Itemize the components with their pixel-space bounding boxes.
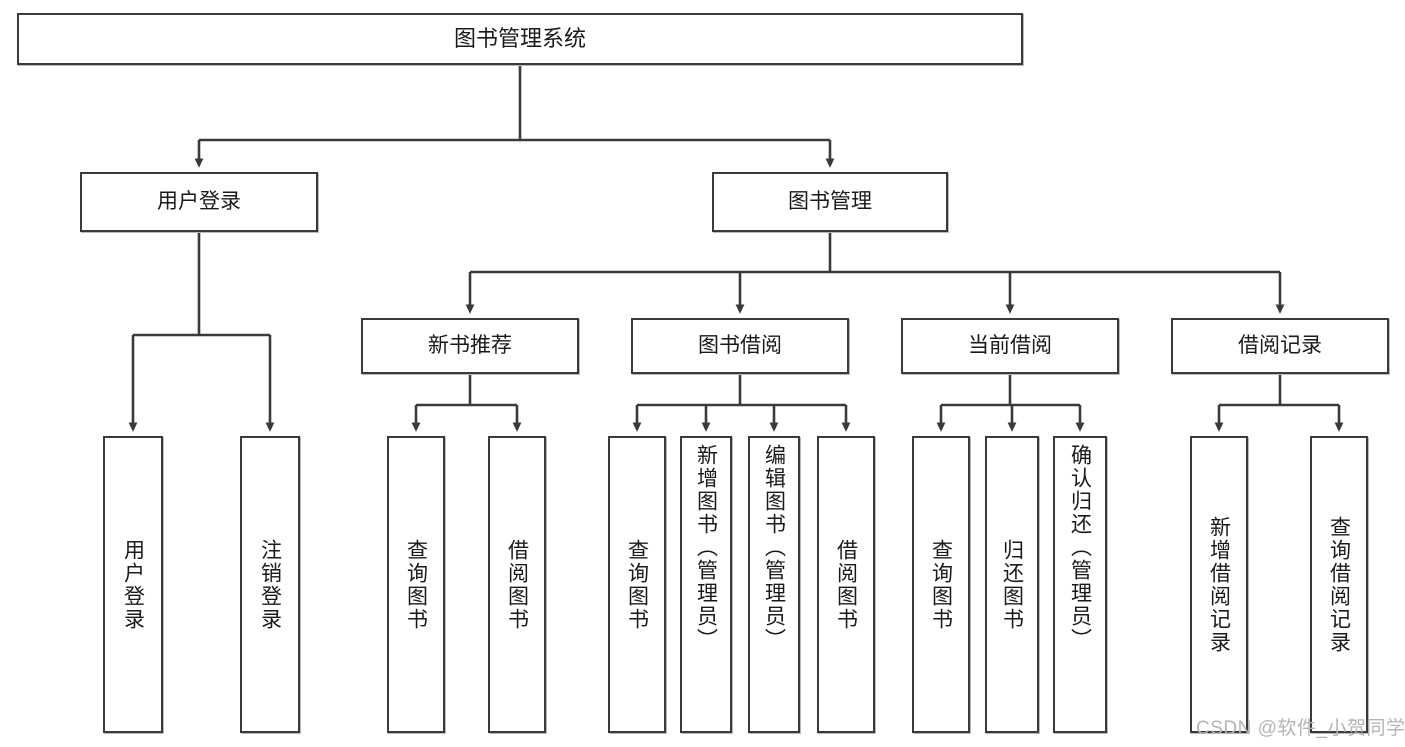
watermark: CSDN @软件_小贺同学 <box>1196 718 1405 739</box>
leaf-borrow-book[interactable]: 借阅图书 <box>817 436 875 733</box>
node-root[interactable]: 图书管理系统 <box>17 13 1023 65</box>
node-book-management[interactable]: 图书管理 <box>712 172 948 232</box>
leaf-add-borrow-record-label: 新增借阅记录 <box>1207 515 1231 654</box>
leaf-logout-label: 注销登录 <box>258 538 282 631</box>
leaf-return-book-label: 归还图书 <box>1000 538 1024 631</box>
node-new-book-recommend[interactable]: 新书推荐 <box>361 318 579 374</box>
leaf-return-book[interactable]: 归还图书 <box>985 436 1039 733</box>
leaf-query-book-borrow[interactable]: 查询图书 <box>608 436 666 733</box>
leaf-confirm-return-admin-label: 确认归还（管理员） <box>1068 444 1092 651</box>
leaf-query-book-recommend[interactable]: 查询图书 <box>387 436 445 733</box>
node-book-borrow-label: 图书借阅 <box>698 333 782 357</box>
node-borrow-record-label: 借阅记录 <box>1238 333 1322 357</box>
node-current-borrow[interactable]: 当前借阅 <box>901 318 1119 374</box>
leaf-query-borrow-record-label: 查询借阅记录 <box>1327 515 1351 654</box>
leaf-add-book-admin[interactable]: 新增图书（管理员） <box>680 436 732 733</box>
leaf-edit-book-admin[interactable]: 编辑图书（管理员） <box>748 436 800 733</box>
leaf-query-book-current-label: 查询图书 <box>929 538 953 631</box>
leaf-borrow-book-recommend-label: 借阅图书 <box>505 538 529 631</box>
leaf-edit-book-admin-label: 编辑图书（管理员） <box>762 444 786 651</box>
leaf-query-book-current[interactable]: 查询图书 <box>912 436 970 733</box>
node-new-book-recommend-label: 新书推荐 <box>428 333 512 357</box>
node-current-borrow-label: 当前借阅 <box>968 333 1052 357</box>
leaf-borrow-book-label: 借阅图书 <box>834 538 858 631</box>
leaf-add-book-admin-label: 新增图书（管理员） <box>694 444 718 651</box>
node-book-borrow[interactable]: 图书借阅 <box>631 318 849 374</box>
leaf-user-login-label: 用户登录 <box>121 538 145 631</box>
leaf-add-borrow-record[interactable]: 新增借阅记录 <box>1190 436 1248 733</box>
leaf-borrow-book-recommend[interactable]: 借阅图书 <box>488 436 546 733</box>
leaf-query-book-recommend-label: 查询图书 <box>404 538 428 631</box>
leaf-user-login[interactable]: 用户登录 <box>103 436 163 733</box>
node-borrow-record[interactable]: 借阅记录 <box>1171 318 1389 374</box>
node-root-label: 图书管理系统 <box>453 26 586 52</box>
leaf-query-book-borrow-label: 查询图书 <box>625 538 649 631</box>
leaf-logout[interactable]: 注销登录 <box>240 436 300 733</box>
leaf-query-borrow-record[interactable]: 查询借阅记录 <box>1310 436 1368 733</box>
node-book-management-label: 图书管理 <box>788 189 872 213</box>
node-user-login[interactable]: 用户登录 <box>80 172 318 232</box>
node-user-login-label: 用户登录 <box>157 189 241 213</box>
leaf-confirm-return-admin[interactable]: 确认归还（管理员） <box>1053 436 1107 733</box>
